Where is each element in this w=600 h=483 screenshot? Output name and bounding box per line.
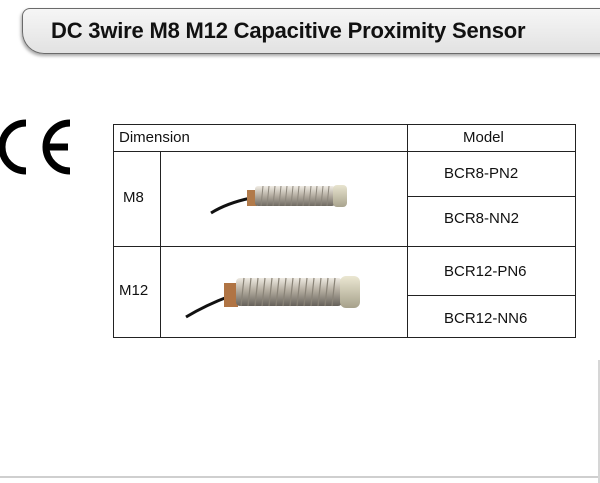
model-cell: BCR12-NN6 (444, 310, 528, 327)
m8-sensor-image (210, 185, 347, 215)
model-cell: BCR8-PN2 (444, 165, 519, 182)
page-right-edge (598, 360, 600, 483)
column-divider-size (160, 151, 161, 337)
size-label-m8: M8 (123, 189, 144, 206)
header-model: Model (463, 129, 504, 146)
title-banner: DC 3wire M8 M12 Capacitive Proximity Sen… (22, 8, 600, 54)
page-bottom-rule (0, 476, 600, 478)
column-divider-model (407, 125, 408, 337)
row-divider (114, 246, 575, 247)
model-divider-m12 (407, 295, 575, 296)
page-title: DC 3wire M8 M12 Capacitive Proximity Sen… (51, 18, 526, 43)
ce-mark-icon (0, 119, 71, 175)
size-label-m12: M12 (119, 282, 149, 299)
model-cell: BCR12-PN6 (444, 263, 527, 280)
header-divider (114, 151, 575, 152)
header-dimension: Dimension (119, 129, 190, 146)
spec-table: Dimension Model M8 BCR8-PN2 BCR8-NN2 (113, 124, 576, 338)
m12-sensor-image (185, 276, 360, 319)
model-cell: BCR8-NN2 (444, 210, 520, 227)
model-divider-m8 (407, 196, 575, 197)
